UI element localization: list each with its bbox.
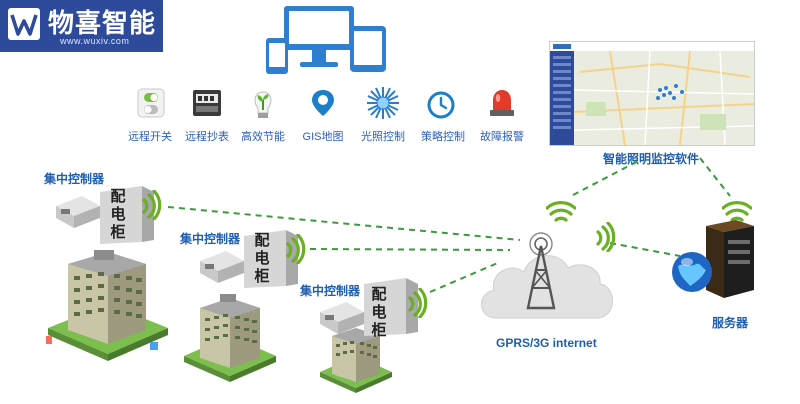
cabinet-label-char: 电 xyxy=(371,303,387,321)
cabinet-label-char: 电 xyxy=(110,205,126,223)
wifi-signal-icon xyxy=(546,201,576,222)
brand-name: 物喜智能 xyxy=(48,9,157,39)
cabinet-label-char: 配 xyxy=(371,285,387,303)
wifi-signal-icon xyxy=(408,288,428,318)
software-screenshot xyxy=(549,41,755,146)
building-icon xyxy=(184,294,276,382)
software-label: 智能照明监控软件 xyxy=(603,152,700,166)
feature-label-light-control: 光照控制 xyxy=(361,131,405,143)
toggle-switch-icon xyxy=(137,88,165,118)
network-label: GPRS/3G internet xyxy=(496,336,597,350)
cabinet-label-char: 柜 xyxy=(371,321,387,339)
brand-url: www.wuxiv.com xyxy=(60,36,130,46)
sun-burst-icon xyxy=(367,87,399,119)
controller-label: 集中控制器 xyxy=(300,284,361,298)
feature-label-energy-saving: 高效节能 xyxy=(241,131,285,143)
server-label: 服务器 xyxy=(712,316,749,330)
controller-label: 集中控制器 xyxy=(44,172,105,186)
devices-icon xyxy=(266,6,386,74)
logo-w-icon xyxy=(8,8,40,40)
cabinet-label-char: 柜 xyxy=(254,267,270,285)
meter-icon xyxy=(193,90,221,116)
map-pin-icon xyxy=(312,90,334,116)
feature-label-remote-switch: 远程开关 xyxy=(128,131,172,143)
server-icon xyxy=(672,220,754,298)
cloud-tower-icon xyxy=(481,232,613,319)
feature-label-fault-alarm: 故障报警 xyxy=(480,131,524,143)
alarm-beacon-icon xyxy=(490,90,514,116)
controller-device-icon xyxy=(200,251,244,283)
bulb-plant-icon xyxy=(254,91,272,118)
wifi-signal-icon xyxy=(596,222,616,252)
wifi-signal-icon xyxy=(142,190,162,220)
brand-logo: 物喜智能 www.wuxiv.com xyxy=(0,0,163,52)
controller-device-icon xyxy=(320,302,364,334)
cabinet-label-char: 配 xyxy=(254,231,270,249)
clock-icon xyxy=(427,91,455,119)
controller-device-icon xyxy=(56,196,100,228)
wifi-signal-icon xyxy=(722,201,752,222)
feature-label-remote-meter: 远程抄表 xyxy=(185,131,229,143)
feature-label-strategy-control: 策略控制 xyxy=(421,131,465,143)
building-icon xyxy=(46,250,168,361)
controller-label: 集中控制器 xyxy=(180,232,241,246)
cabinet-label-char: 配 xyxy=(110,187,126,205)
building-icon xyxy=(320,328,392,393)
cabinet-label-char: 柜 xyxy=(110,223,126,241)
wifi-signal-icon xyxy=(286,234,306,264)
cabinet-label-char: 电 xyxy=(254,249,270,267)
feature-label-gis-map: GIS地图 xyxy=(302,131,344,143)
